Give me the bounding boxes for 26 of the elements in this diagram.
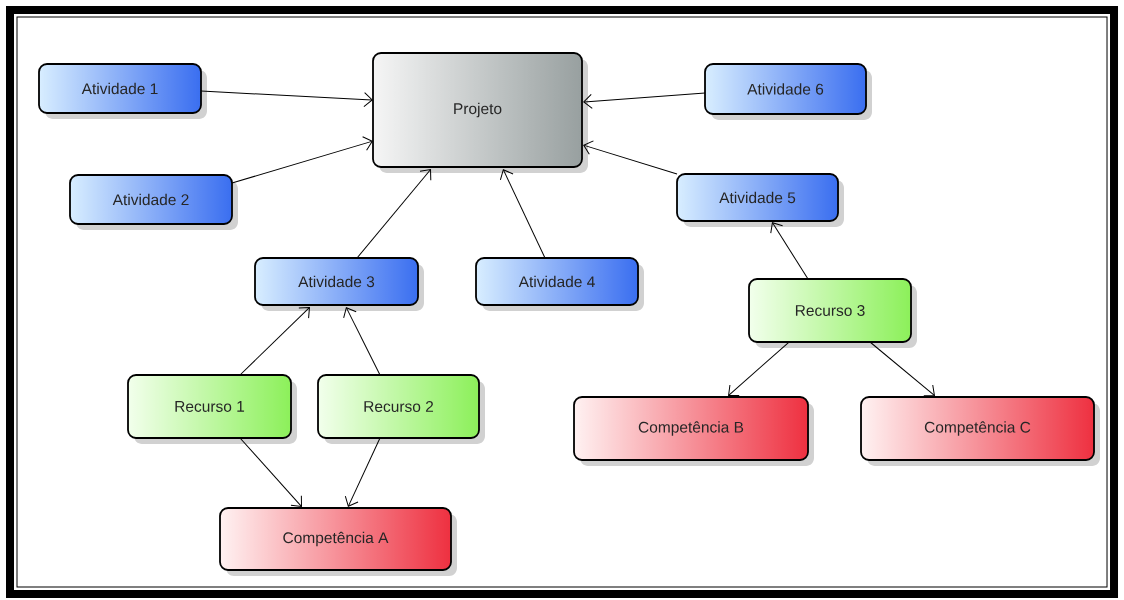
competence-box: Competência C xyxy=(860,396,1100,466)
arrow xyxy=(344,437,381,507)
project-box: Projeto xyxy=(372,52,588,173)
arrow xyxy=(343,307,381,376)
resource-box: Recurso 2 xyxy=(317,374,485,444)
arrow xyxy=(770,222,809,280)
arrow xyxy=(869,341,935,397)
activity-box: Atividade 6 xyxy=(704,63,872,120)
activity-box: Atividade 3 xyxy=(254,257,424,311)
arrow xyxy=(200,90,373,108)
arrow xyxy=(356,169,432,259)
activity-box: Atividade 4 xyxy=(475,257,644,311)
activity-box: Atividade 2 xyxy=(69,174,238,230)
competence-box: Competência B xyxy=(573,396,814,466)
arrow xyxy=(239,437,302,507)
arrow xyxy=(239,307,310,376)
activity-box: Atividade 5 xyxy=(676,173,844,227)
arrow xyxy=(583,92,706,109)
resource-box: Recurso 1 xyxy=(127,374,297,444)
arrow xyxy=(499,169,546,259)
competence-box: Competência A xyxy=(219,507,457,576)
arrow xyxy=(583,140,678,175)
arrow xyxy=(728,341,790,396)
activity-box: Atividade 1 xyxy=(38,63,207,119)
resource-box: Recurso 3 xyxy=(748,278,917,348)
arrow xyxy=(231,136,373,184)
